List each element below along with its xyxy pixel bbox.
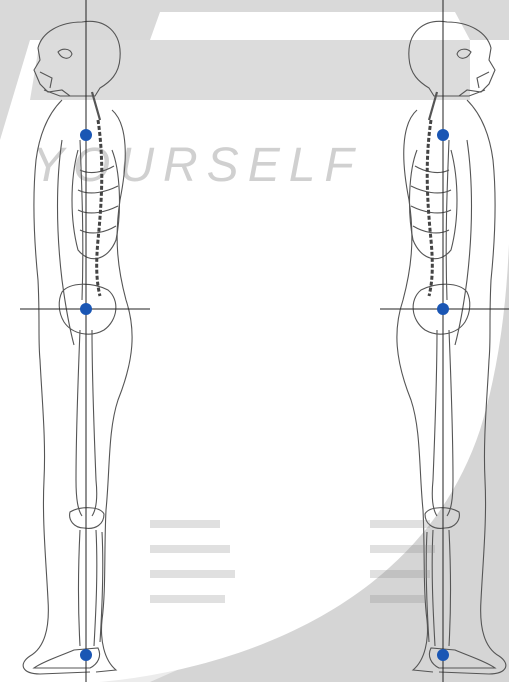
posture-diagram: YOURSELF [0,0,509,682]
faint-text-background [0,0,509,682]
